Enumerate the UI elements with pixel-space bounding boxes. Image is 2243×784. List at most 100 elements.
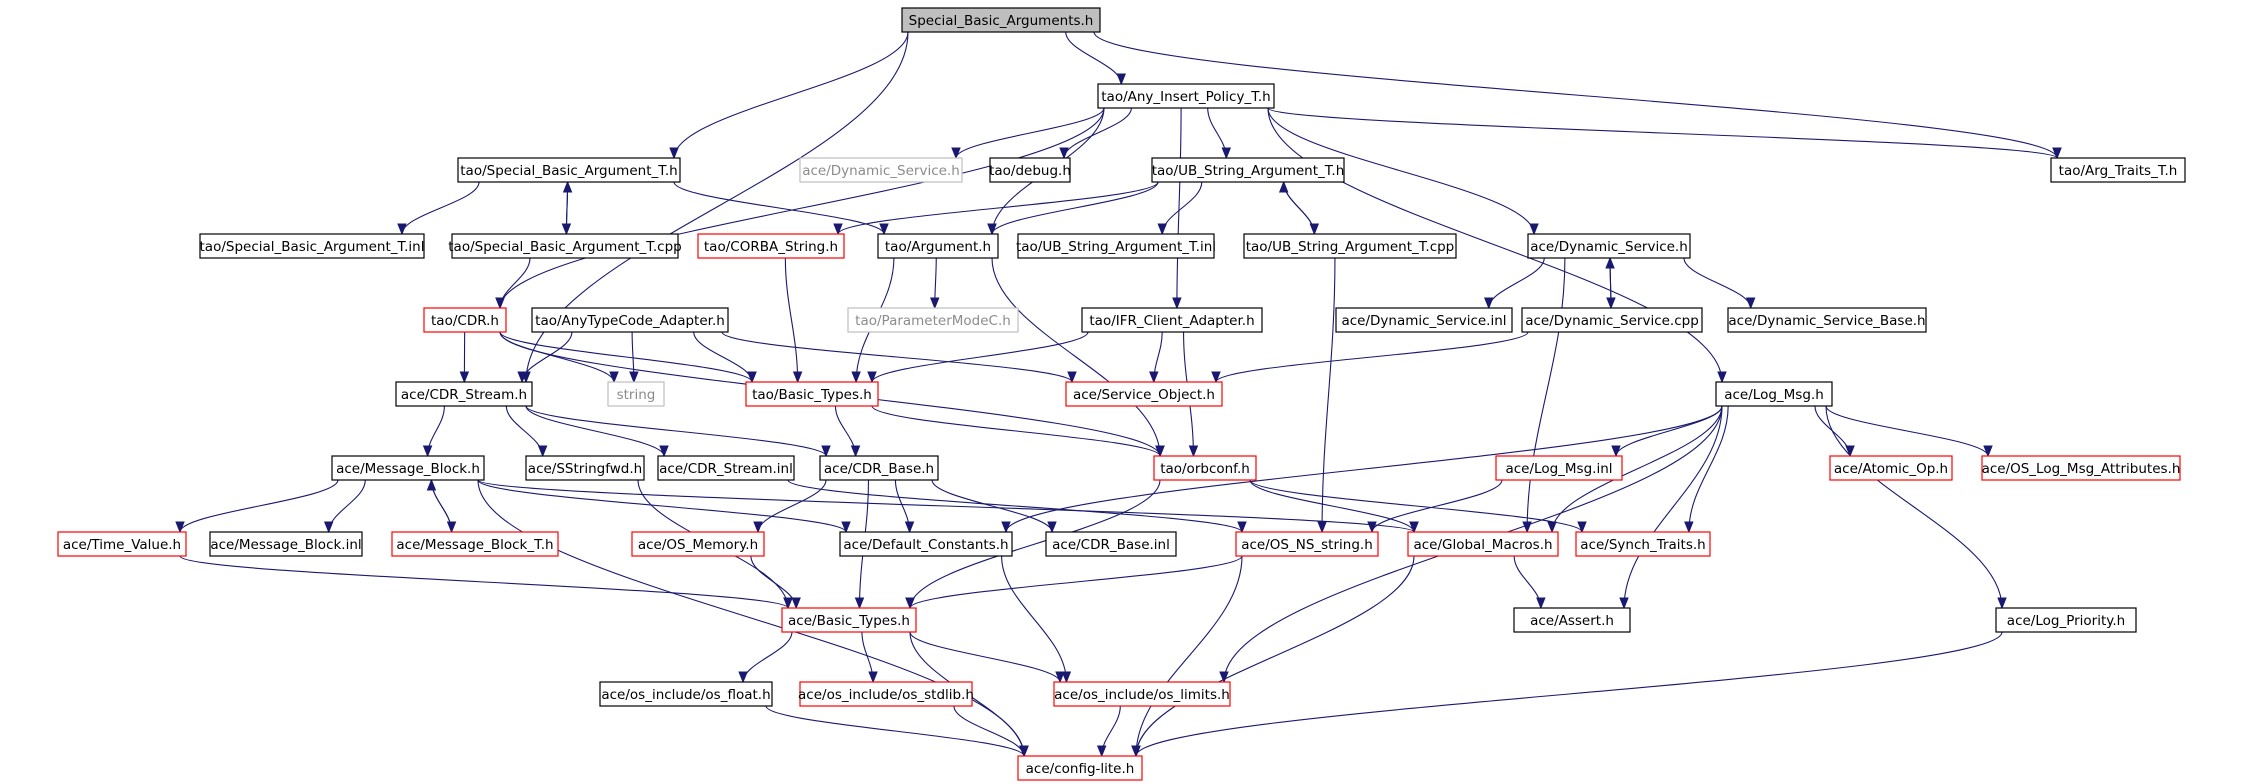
node-oslimits[interactable]: ace/os_include/os_limits.h — [1053, 681, 1231, 707]
node-logmsg_inl[interactable]: ace/Log_Msg.inl — [1495, 455, 1623, 481]
node-dynsvc[interactable]: ace/Dynamic_Service.h — [1527, 233, 1691, 259]
arrowhead-svcobj — [1149, 371, 1159, 384]
node-root[interactable]: Special_Basic_Arguments.h — [901, 7, 1101, 33]
node-dynsvc_base[interactable]: ace/Dynamic_Service_Base.h — [1727, 307, 1927, 333]
node-label: ace/Log_Msg.h — [1724, 387, 1824, 403]
edge-ubstr_cpp-to-osns — [1321, 257, 1336, 533]
edge-cdrstream-to-cdrbase — [525, 405, 827, 457]
node-box — [331, 455, 485, 481]
graph-nodes: Special_Basic_Arguments.h tao/Any_Insert_… — [57, 7, 2186, 781]
edge-ubstr-to-corbastr — [837, 181, 1159, 235]
arrowhead-argument — [987, 223, 997, 236]
node-label: ace/OS_Log_Msg_Attributes.h — [1982, 461, 2181, 477]
edge-msgblock-to-globmacros — [477, 479, 1415, 533]
node-synch[interactable]: ace/Synch_Traits.h — [1575, 531, 1711, 557]
node-osns[interactable]: ace/OS_NS_string.h — [1235, 531, 1379, 557]
node-acebasic[interactable]: ace/Basic_Types.h — [781, 607, 917, 633]
arrowhead-string — [629, 371, 639, 384]
node-sbat[interactable]: tao/Special_Basic_Argument_T.h — [457, 157, 681, 183]
node-label: ace/Dynamic_Service.cpp — [1525, 313, 1699, 329]
arrowhead-timevalue — [175, 521, 185, 534]
node-timevalue[interactable]: ace/Time_Value.h — [57, 531, 187, 557]
node-sbat_inl[interactable]: tao/Special_Basic_Argument_T.inl — [199, 233, 425, 259]
edge-globmacros-to-configlite — [1135, 555, 1415, 757]
arrowhead-oslimits — [1219, 671, 1229, 684]
arrowhead-configlite — [1131, 745, 1141, 758]
node-logprio[interactable]: ace/Log_Priority.h — [1995, 607, 2137, 633]
node-dynsvc_inl[interactable]: ace/Dynamic_Service.inl — [1335, 307, 1513, 333]
edge-logmsg-to-logprio — [1825, 405, 2003, 609]
node-parammode[interactable]: tao/ParameterModeC.h — [847, 307, 1019, 333]
node-cdrbase[interactable]: ace/CDR_Base.h — [819, 455, 939, 481]
node-dynsvc_gray[interactable]: ace/Dynamic_Service.h — [799, 157, 963, 183]
node-label: tao/CORBA_String.h — [704, 239, 838, 255]
node-osstdlib[interactable]: ace/os_include/os_stdlib.h — [798, 681, 974, 707]
node-sbat_cpp[interactable]: tao/Special_Basic_Argument_T.cpp — [448, 233, 682, 259]
node-argument[interactable]: tao/Argument.h — [877, 233, 999, 259]
node-logmsg[interactable]: ace/Log_Msg.h — [1715, 381, 1833, 407]
node-box — [781, 607, 917, 633]
node-osmemory[interactable]: ace/OS_Memory.h — [631, 531, 765, 557]
node-cdrstream_inl[interactable]: ace/CDR_Stream.inl — [657, 455, 795, 481]
arrowhead-taobasic — [867, 371, 877, 384]
node-label: ace/CDR_Stream.inl — [659, 461, 793, 477]
node-cdrstream[interactable]: ace/CDR_Stream.h — [395, 381, 533, 407]
arrowhead-osfloat — [738, 671, 748, 684]
node-msgblock[interactable]: ace/Message_Block.h — [331, 455, 485, 481]
node-argtraits[interactable]: tao/Arg_Traits_T.h — [2050, 157, 2186, 183]
arrowhead-orbconf — [1188, 445, 1199, 458]
node-box — [1243, 233, 1457, 259]
node-box — [819, 455, 939, 481]
node-label: ace/Dynamic_Service_Base.h — [1728, 313, 1925, 329]
node-corbastr[interactable]: tao/CORBA_String.h — [697, 233, 845, 259]
node-sstringfwd[interactable]: ace/SStringfwd.h — [525, 455, 645, 481]
arrowhead-msgblock — [422, 445, 433, 458]
arrowhead-anyinsert — [1116, 73, 1126, 86]
node-configlite[interactable]: ace/config-lite.h — [1017, 755, 1143, 781]
edge-msgblock-to-timevalue — [179, 479, 339, 533]
node-box — [423, 307, 507, 333]
node-box — [1829, 455, 1953, 481]
node-defconst[interactable]: ace/Default_Constants.h — [839, 531, 1013, 557]
node-oslogattr[interactable]: ace/OS_Log_Msg_Attributes.h — [1981, 455, 2181, 481]
arrowhead-acebasic — [791, 597, 801, 610]
node-cdrbase_inl[interactable]: ace/CDR_Base.inl — [1045, 531, 1177, 557]
node-ubstr_cpp[interactable]: tao/UB_String_Argument_T.cpp — [1243, 233, 1457, 259]
node-globmacros[interactable]: ace/Global_Macros.h — [1407, 531, 1559, 557]
arrowhead-cdrstream — [517, 371, 527, 384]
edge-sbat_cpp-to-cdr — [499, 257, 531, 309]
arrowhead-acebasic — [783, 597, 793, 610]
node-msgblock_inl[interactable]: ace/Message_Block.inl — [209, 531, 363, 557]
edge-anytc-to-taobasic — [693, 331, 753, 383]
node-cdr[interactable]: tao/CDR.h — [423, 307, 507, 333]
node-dynsvc_cpp[interactable]: ace/Dynamic_Service.cpp — [1521, 307, 1703, 333]
arrowhead-cdrbase — [850, 445, 861, 458]
node-svcobj[interactable]: ace/Service_Object.h — [1065, 381, 1223, 407]
node-ubstr_inl[interactable]: tao/UB_String_Argument_T.inl — [1016, 233, 1216, 259]
node-msgblock_t[interactable]: ace/Message_Block_T.h — [391, 531, 559, 557]
node-box — [57, 531, 187, 557]
node-ubstr[interactable]: tao/UB_String_Argument_T.h — [1151, 157, 1345, 183]
node-string[interactable]: string — [607, 381, 665, 407]
node-osfloat[interactable]: ace/os_include/os_float.h — [599, 681, 773, 707]
node-label: ace/Synch_Traits.h — [1580, 537, 1705, 553]
node-debug[interactable]: tao/debug.h — [989, 157, 1071, 183]
node-label: ace/config-lite.h — [1026, 761, 1135, 777]
node-anytc[interactable]: tao/AnyTypeCode_Adapter.h — [531, 307, 729, 333]
node-ifr[interactable]: tao/IFR_Client_Adapter.h — [1081, 307, 1263, 333]
node-box — [525, 455, 645, 481]
node-taobasic[interactable]: tao/Basic_Types.h — [745, 381, 879, 407]
node-label: ace/os_include/os_stdlib.h — [798, 687, 974, 703]
node-box — [391, 531, 559, 557]
node-box — [877, 233, 999, 259]
node-assert[interactable]: ace/Assert.h — [1513, 607, 1631, 633]
edge-acebasic-to-oslimits — [909, 631, 1061, 683]
edge-logmsg-to-defconst — [1005, 405, 1723, 533]
edge-anyinsert-to-ifr — [1176, 107, 1182, 309]
node-anyinsert[interactable]: tao/Any_Insert_Policy_T.h — [1097, 83, 1275, 109]
node-atomic[interactable]: ace/Atomic_Op.h — [1829, 455, 1953, 481]
arrowhead-globmacros — [1522, 521, 1532, 534]
node-label: ace/CDR_Base.inl — [1052, 537, 1170, 553]
edge-anyinsert-to-dynsvc_gray — [955, 107, 1105, 159]
node-orbconf[interactable]: tao/orbconf.h — [1153, 455, 1257, 481]
